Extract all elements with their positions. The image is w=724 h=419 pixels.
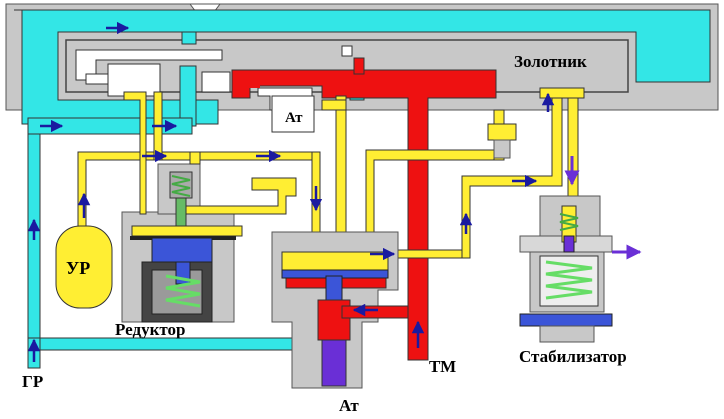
equalizing-reservoir (55, 225, 113, 309)
check-valve (487, 123, 517, 159)
atmosphere-top-label: Ат (285, 110, 303, 126)
atmosphere-bottom-label: Ат (339, 396, 359, 415)
main-reservoir-upper-channel (14, 9, 711, 127)
stabilizer (519, 195, 613, 343)
relay-valve-body (271, 231, 409, 389)
reducer-internals (130, 171, 243, 308)
main-reservoir-label: ГР (22, 372, 44, 391)
stabilizer-label: Стабилизатор (519, 347, 627, 366)
brake-line-label: ТМ (429, 357, 457, 376)
spool-white-channels (75, 45, 353, 133)
flow-arrows (27, 21, 555, 362)
spool-label: Золотник (514, 52, 587, 71)
brake-line-channel (231, 57, 497, 361)
discharge-arrows (326, 156, 642, 386)
equalizing-reservoir-label: УР (66, 258, 91, 278)
reducer-label: Редуктор (115, 320, 186, 339)
